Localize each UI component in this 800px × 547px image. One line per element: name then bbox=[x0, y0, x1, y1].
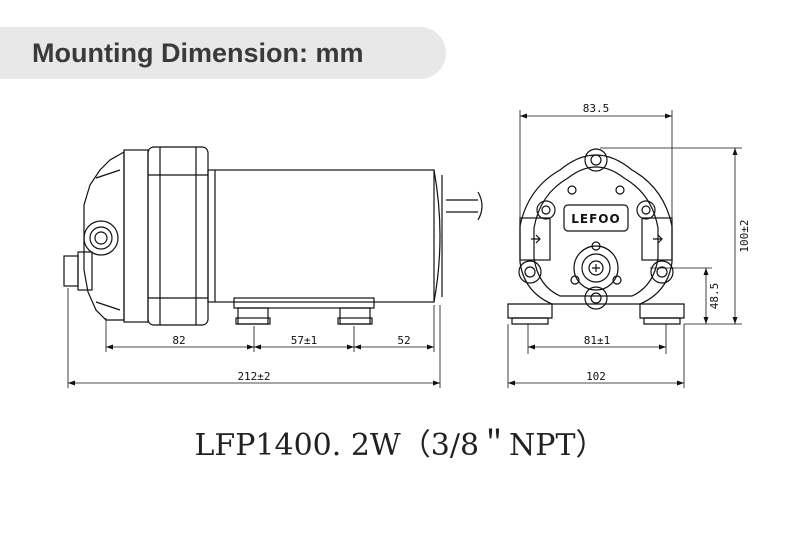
front-view-arrowheads bbox=[508, 113, 738, 386]
dim-100-label: 100±2 bbox=[738, 219, 751, 252]
header-title: Mounting Dimension: mm bbox=[32, 38, 364, 68]
dim-83-5-label: 83.5 bbox=[583, 102, 610, 115]
dim-52-label: 52 bbox=[397, 334, 410, 347]
side-view-arrowheads bbox=[68, 344, 440, 386]
side-view-pump bbox=[63, 146, 483, 326]
dim-81-label: 81±1 bbox=[584, 334, 611, 347]
brand-logo-text: LEFOO bbox=[571, 212, 620, 226]
dim-102-label: 102 bbox=[586, 370, 606, 383]
dim-212-label: 212±2 bbox=[237, 370, 270, 383]
model-label: LFP1400. 2W（3/8＂NPT） bbox=[194, 428, 606, 463]
header-banner: Mounting Dimension: mm bbox=[0, 27, 446, 79]
dim-48-5-label: 48.5 bbox=[708, 283, 721, 310]
front-view-dimension-lines bbox=[507, 110, 742, 388]
side-view-dimension-lines bbox=[67, 288, 441, 388]
dim-82-label: 82 bbox=[172, 334, 185, 347]
front-view-pump bbox=[507, 148, 685, 325]
dim-57-label: 57±1 bbox=[291, 334, 318, 347]
